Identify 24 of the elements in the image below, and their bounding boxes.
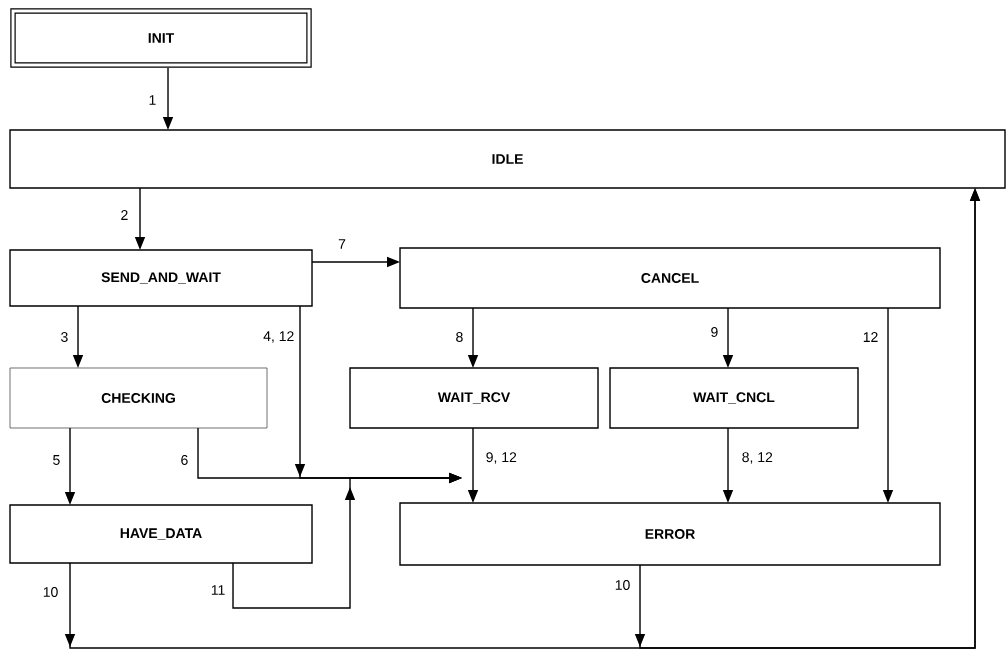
transition-label: 9, 12 <box>484 451 518 465</box>
transition-label: 4, 12 <box>262 330 296 344</box>
transition-label: 3 <box>59 331 70 343</box>
transition-label: 12 <box>861 331 880 343</box>
state-box: ERROR <box>399 502 941 566</box>
transition-label: 8 <box>454 331 465 343</box>
transition-label: 11 <box>209 584 227 596</box>
transition-label: 2 <box>119 209 130 221</box>
transition-label: 5 <box>51 454 62 466</box>
transition-label: 10 <box>613 579 632 591</box>
state-box: SEND_AND_WAIT <box>9 249 313 307</box>
state-box: WAIT_RCV <box>349 367 599 429</box>
transition-label: 1 <box>147 94 158 106</box>
transition-label: 6 <box>179 454 190 466</box>
state-box: CANCEL <box>399 247 941 309</box>
state-box: HAVE_DATA <box>9 504 313 564</box>
initial-state-box: INIT <box>10 8 312 68</box>
transition-label: 8, 12 <box>740 451 774 465</box>
transition-label: 9 <box>709 326 720 338</box>
state-box: WAIT_CNCL <box>609 367 859 429</box>
state-box: CHECKING <box>9 367 268 429</box>
transition-label: 10 <box>41 586 60 598</box>
transition-label: 7 <box>337 238 347 250</box>
state-box: IDLE <box>9 129 1006 189</box>
